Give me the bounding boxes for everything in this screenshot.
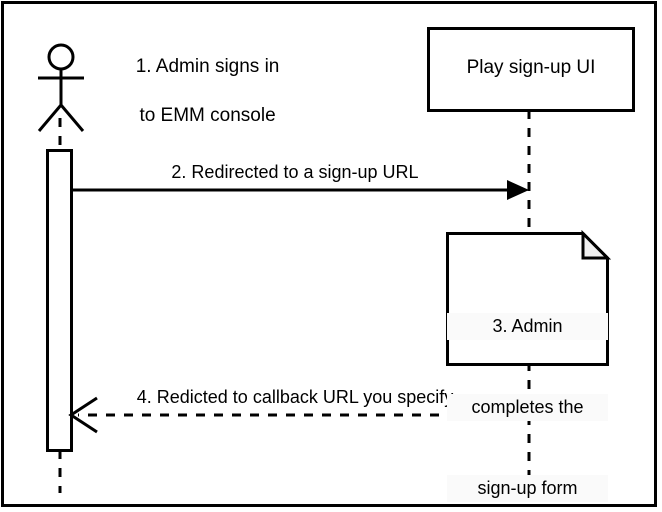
actor-admin (37, 43, 85, 132)
actor-caption-line-2: to EMM console (139, 104, 276, 126)
actor-leg-right-icon (59, 104, 85, 132)
actor-leg-left-icon (37, 104, 63, 132)
note-text-line-3: sign-up form (447, 475, 608, 502)
actor-head-icon (47, 43, 75, 71)
message-2-label: 2. Redirected to a sign-up URL (171, 162, 419, 182)
actor-activation-bar (46, 149, 73, 452)
message-2-arrowhead (507, 180, 529, 200)
note-text-line-2: completes the (447, 394, 608, 421)
message-4-arrowhead (68, 396, 98, 434)
note-text: 3. Admin completes the sign-up form (447, 259, 608, 512)
participant-box (427, 27, 635, 112)
note-text-line-1: 3. Admin (447, 313, 608, 340)
message-2-arrow (71, 180, 529, 200)
note-fold-icon (581, 229, 612, 260)
actor-caption-line-1: 1. Admin signs in (135, 56, 280, 78)
message-4-label: 4. Redicted to callback URL you specify (136, 387, 454, 407)
actor-caption: 1. Admin signs in to EMM console (97, 31, 297, 153)
participant-label: Play sign-up UI (466, 57, 596, 78)
